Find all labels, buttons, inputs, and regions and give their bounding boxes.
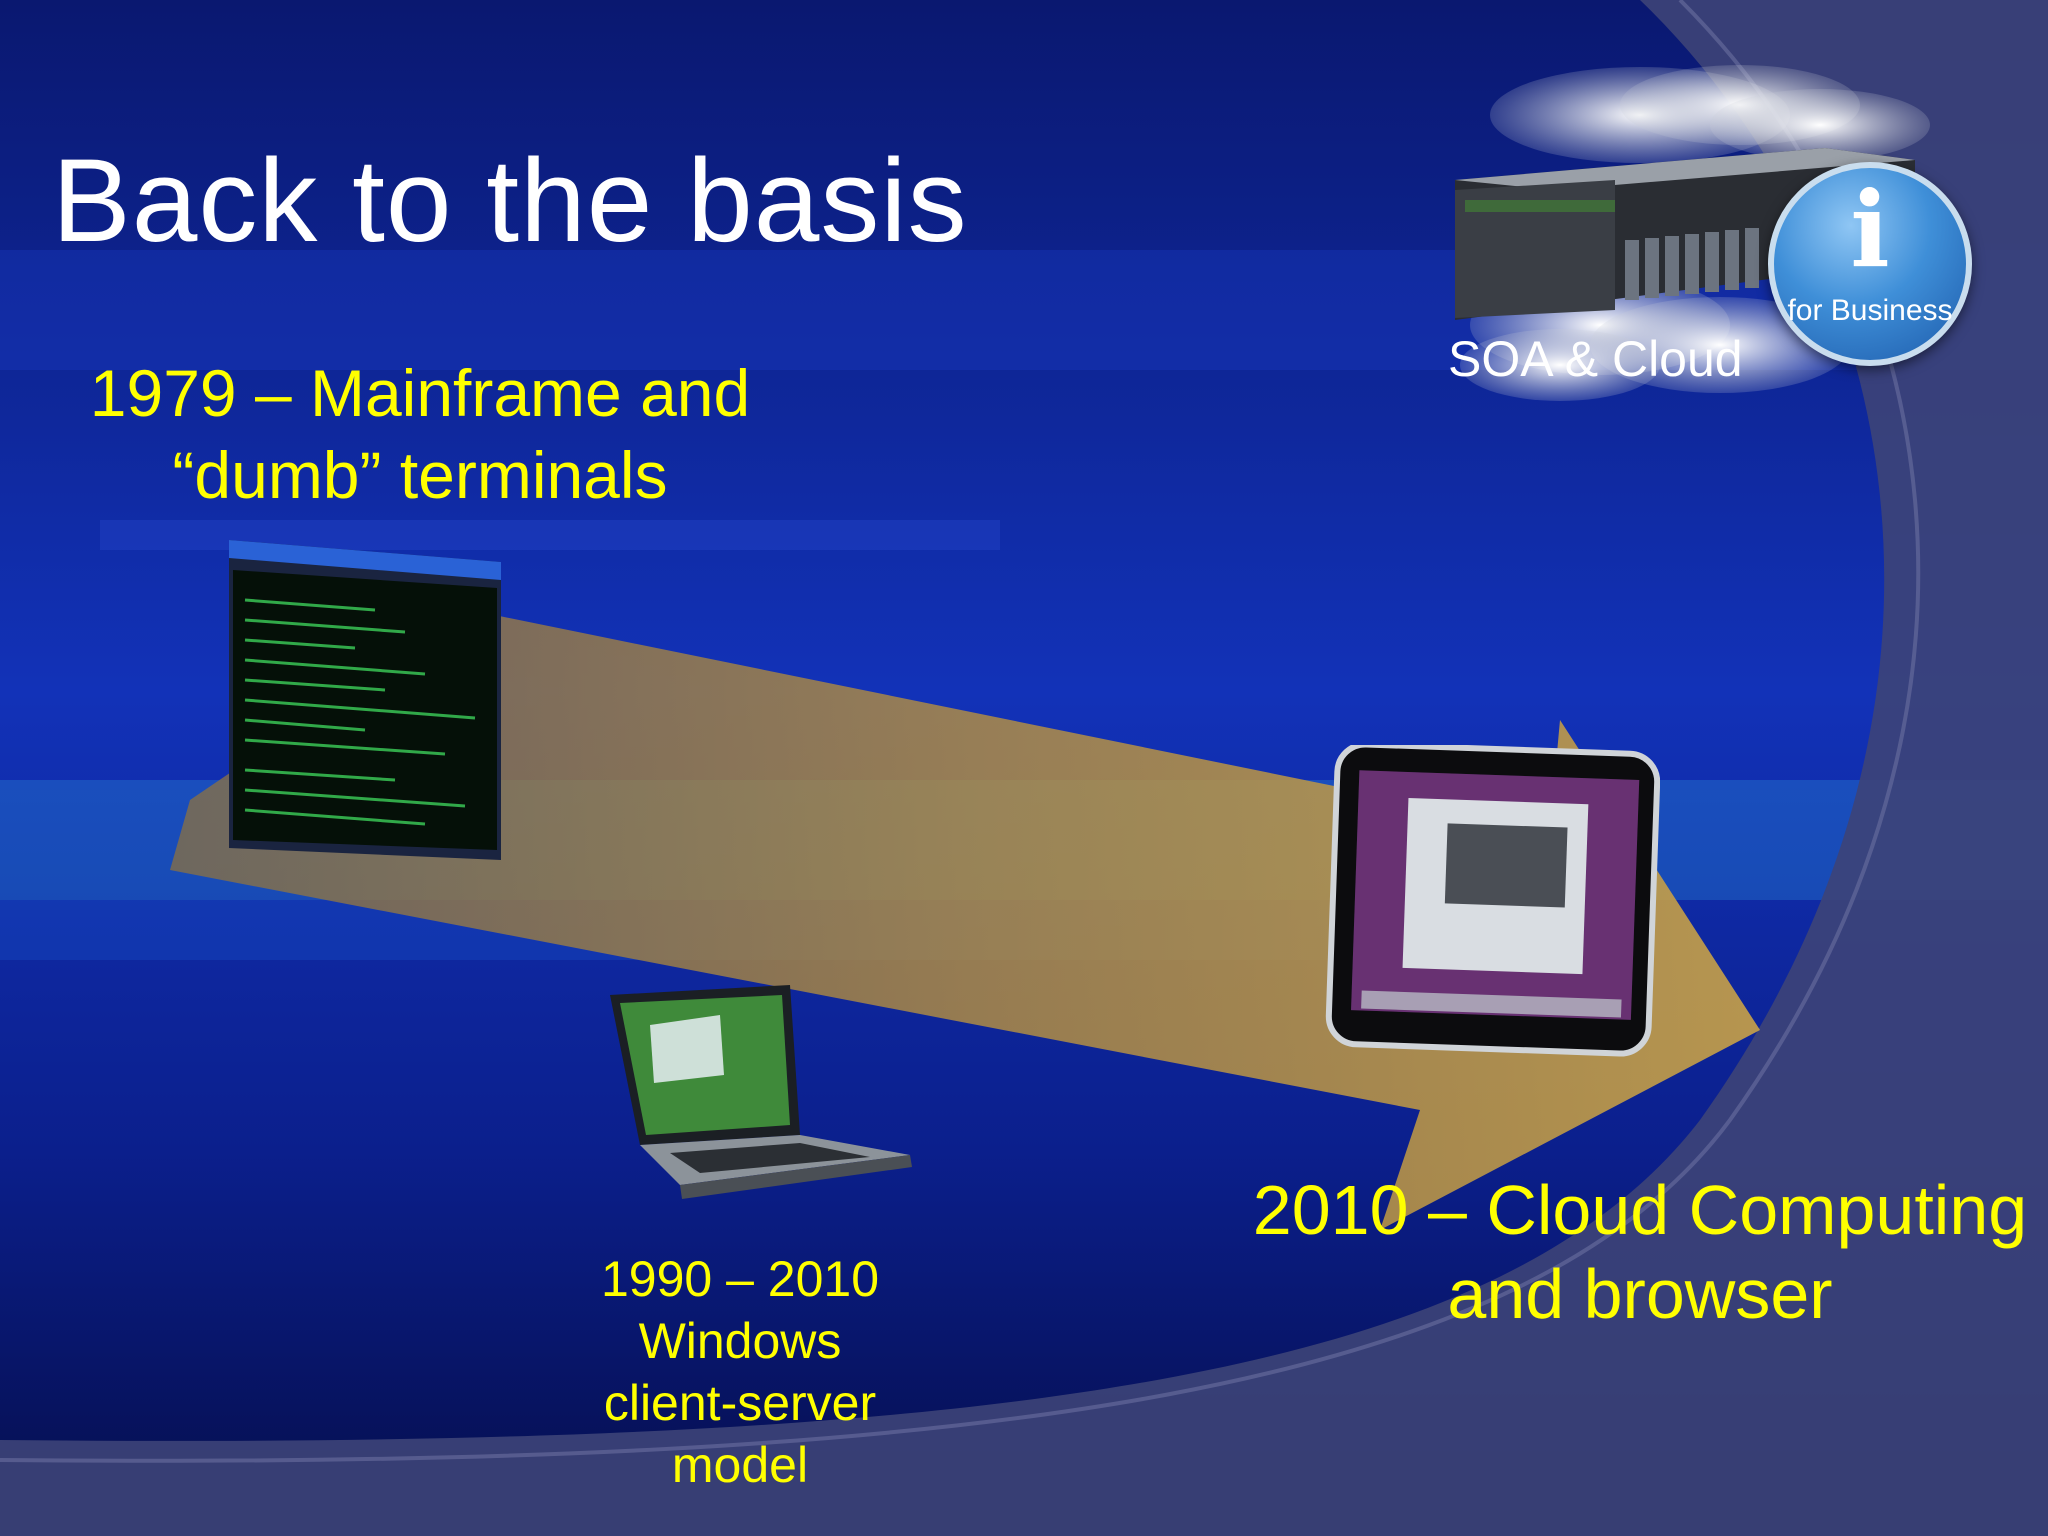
logo-tagline: for Business <box>1787 294 1953 327</box>
laptop-image <box>610 985 912 1199</box>
ibm-i-logo: i for Business <box>1768 162 1972 366</box>
era-2010-label: 2010 – Cloud Computing and browser <box>1240 1168 2040 1336</box>
tablet-image <box>1325 745 1660 1057</box>
era-2010-line2: and browser <box>1447 1255 1833 1333</box>
era-1990-line2: Windows <box>638 1313 842 1369</box>
terminal-screen-image <box>229 540 501 860</box>
era-1979-line1: 1979 – Mainframe and <box>89 356 751 430</box>
server-caption: SOA & Cloud <box>1448 331 1743 387</box>
era-1990-label: 1990 – 2010 Windows client-server model <box>560 1248 920 1496</box>
era-1990-line4: model <box>671 1437 809 1493</box>
slide-title: Back to the basis <box>52 135 968 267</box>
era-1979-label: 1979 – Mainframe and “dumb” terminals <box>30 352 810 516</box>
era-1990-line3: client-server <box>603 1375 877 1431</box>
logo-letter: i <box>1850 168 1890 291</box>
era-2010-line1: 2010 – Cloud Computing <box>1252 1171 2028 1249</box>
era-1979-line2: “dumb” terminals <box>172 438 668 512</box>
era-1990-line1: 1990 – 2010 <box>600 1251 880 1307</box>
